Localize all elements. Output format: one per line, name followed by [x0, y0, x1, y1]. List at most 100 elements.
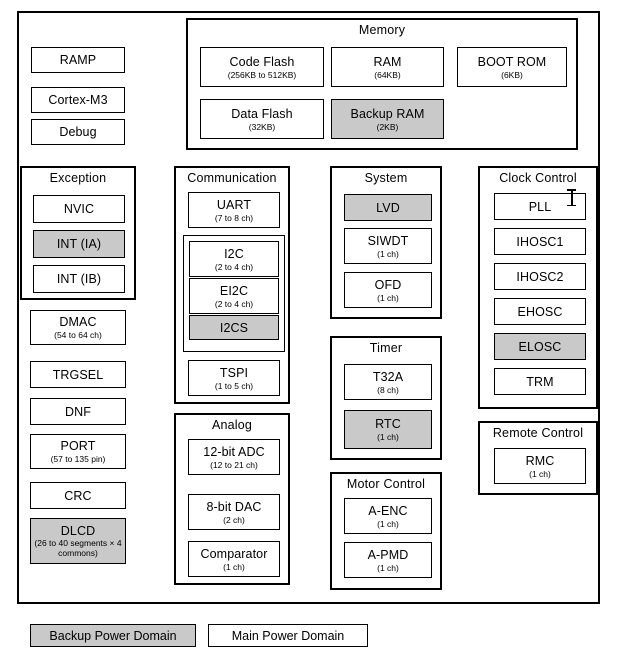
block-lvd[interactable]: LVD [344, 194, 432, 221]
block-label: Backup RAM [350, 106, 425, 121]
block-label: PLL [528, 199, 552, 214]
block-sublabel: (2KB) [376, 121, 399, 132]
group-title: Timer [369, 341, 403, 355]
group-exception: Exception NVIC INT (IA) INT (IB) [20, 166, 136, 300]
group-remote-control: Remote Control RMC (1 ch) [478, 421, 598, 495]
block-label: PORT [60, 439, 96, 453]
block-a-pmd[interactable]: A-PMD (1 ch) [344, 542, 432, 578]
block-label: SIWDT [367, 233, 409, 248]
block-label: Debug [59, 125, 97, 139]
block-boot-rom[interactable]: BOOT ROM (6KB) [457, 47, 567, 87]
block-sublabel: (6KB) [501, 69, 523, 80]
block-sublabel: (1 ch) [377, 292, 399, 303]
cursor-bottom-bar [567, 204, 576, 206]
block-debug[interactable]: Debug [31, 119, 125, 145]
block-elosc[interactable]: ELOSC [494, 333, 586, 360]
block-label: INT (IB) [56, 272, 102, 286]
block-sublabel: (8 ch) [377, 384, 399, 395]
block-ofd[interactable]: OFD (1 ch) [344, 272, 432, 308]
block-backup-ram[interactable]: Backup RAM (2KB) [331, 99, 444, 139]
block-ei2c[interactable]: EI2C (2 to 4 ch) [189, 278, 279, 314]
block-rmc[interactable]: RMC (1 ch) [494, 448, 586, 484]
block-trgsel[interactable]: TRGSEL [30, 361, 126, 388]
block-label: RAM [373, 54, 402, 69]
block-code-flash[interactable]: Code Flash (256KB to 512KB) [200, 47, 324, 87]
block-ihosc2[interactable]: IHOSC2 [494, 263, 586, 290]
block-comparator[interactable]: Comparator (1 ch) [188, 541, 280, 577]
block-label: 12-bit ADC [203, 444, 265, 459]
block-nvic[interactable]: NVIC [33, 195, 125, 223]
block-tspi[interactable]: TSPI (1 to 5 ch) [188, 360, 280, 396]
block-sublabel: (12 to 21 ch) [210, 459, 258, 470]
block-sublabel: (1 ch) [223, 561, 245, 572]
block-label: TRM [526, 374, 554, 389]
block-a-enc[interactable]: A-ENC (1 ch) [344, 498, 432, 534]
block-label: LVD [376, 200, 400, 215]
block-int-ia[interactable]: INT (IA) [33, 230, 125, 258]
block-ramp[interactable]: RAMP [31, 47, 125, 73]
block-label: IHOSC1 [516, 234, 564, 249]
block-label: Cortex-M3 [48, 93, 108, 107]
legend-main-power-domain[interactable]: Main Power Domain [208, 624, 368, 647]
block-sublabel: (256KB to 512KB) [227, 69, 297, 80]
block-label: IHOSC2 [516, 269, 564, 284]
block-label: RMC [525, 453, 555, 468]
block-int-ib[interactable]: INT (IB) [33, 265, 125, 293]
block-label: RTC [375, 417, 401, 431]
block-i2cs[interactable]: I2CS [189, 315, 279, 340]
block-ram[interactable]: RAM (64KB) [331, 47, 444, 87]
block-label: INT (IA) [56, 237, 102, 251]
block-label: Comparator [200, 546, 268, 561]
legend-backup-power-domain[interactable]: Backup Power Domain [30, 624, 196, 647]
group-memory: Memory Code Flash (256KB to 512KB) RAM (… [186, 18, 578, 150]
block-ihosc1[interactable]: IHOSC1 [494, 228, 586, 255]
block-sublabel: (1 ch) [377, 432, 399, 442]
block-dmac[interactable]: DMAC (54 to 64 ch) [30, 310, 126, 345]
block-cortex-m3[interactable]: Cortex-M3 [31, 87, 125, 113]
block-label: I2CS [219, 320, 249, 335]
group-title: Clock Control [499, 171, 577, 185]
block-pll[interactable]: PLL [494, 193, 586, 220]
block-label: BOOT ROM [477, 54, 547, 69]
group-clock-control: Clock Control PLL IHOSC1 IHOSC2 EHOSC EL… [478, 166, 598, 409]
group-title: Remote Control [492, 426, 584, 440]
block-siwdt[interactable]: SIWDT (1 ch) [344, 228, 432, 264]
block-trm[interactable]: TRM [494, 368, 586, 395]
block-sublabel: (2 ch) [223, 514, 245, 525]
group-title: Communication [187, 171, 277, 185]
block-label: EHOSC [517, 304, 563, 319]
block-uart[interactable]: UART (7 to 8 ch) [188, 192, 280, 228]
block-i2c[interactable]: I2C (2 to 4 ch) [189, 241, 279, 277]
block-sublabel: (1 ch) [377, 248, 399, 259]
block-data-flash[interactable]: Data Flash (32KB) [200, 99, 324, 139]
group-communication: Communication UART (7 to 8 ch) I2C (2 to… [174, 166, 290, 404]
block-label: ELOSC [518, 339, 562, 354]
block-label: CRC [64, 488, 92, 503]
block-rtc[interactable]: RTC (1 ch) [344, 410, 432, 449]
block-sublabel: (1 to 5 ch) [214, 380, 254, 391]
block-crc[interactable]: CRC [30, 482, 126, 509]
block-sublabel: (1 ch) [377, 562, 399, 573]
block-sublabel: (2 to 4 ch) [214, 298, 254, 309]
block-8-bit-dac[interactable]: 8-bit DAC (2 ch) [188, 494, 280, 530]
legend-label: Main Power Domain [231, 628, 345, 643]
block-label: DNF [65, 404, 91, 419]
legend-label: Backup Power Domain [49, 628, 177, 643]
group-title: Exception [49, 171, 107, 185]
block-label: A-ENC [368, 503, 408, 518]
block-dnf[interactable]: DNF [30, 398, 126, 425]
block-label: A-PMD [367, 547, 409, 562]
block-sublabel: (57 to 135 pin) [50, 454, 106, 464]
block-label: I2C [224, 246, 244, 261]
block-sublabel: (1 ch) [529, 468, 551, 479]
block-ehosc[interactable]: EHOSC [494, 298, 586, 325]
block-label: T32A [372, 369, 404, 384]
block-t32a[interactable]: T32A (8 ch) [344, 364, 432, 400]
group-title: Motor Control [346, 477, 426, 491]
block-port[interactable]: PORT (57 to 135 pin) [30, 434, 126, 469]
block-12-bit-adc[interactable]: 12-bit ADC (12 to 21 ch) [188, 439, 280, 475]
group-title: System [364, 171, 408, 185]
block-label: TRGSEL [52, 367, 104, 382]
block-dlcd[interactable]: DLCD (26 to 40 segments × 4 commons) [30, 518, 126, 564]
